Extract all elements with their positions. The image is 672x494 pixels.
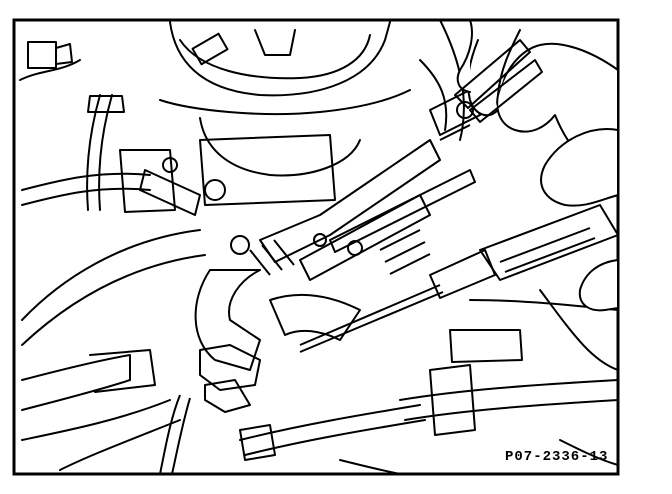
screwdriver [299,204,619,353]
throttle-lever [194,269,261,371]
pipe-fitting [87,95,125,113]
plier-jaw-lower [469,59,543,123]
figure-border [12,18,620,476]
electrical-connector [27,41,57,69]
technician-hands [456,19,619,312]
air-duct [21,354,131,411]
fuel-line [21,172,151,191]
engine-block [199,134,336,206]
pliers [454,39,543,123]
tension-spring [329,169,476,253]
linkage-assembly [159,89,481,475]
lower-hand [540,128,619,207]
figure-id-label: P07-2336-13 [505,449,609,465]
finger-tip [578,259,619,312]
hex-nut [139,169,201,216]
plier-jaw-upper [454,39,531,109]
distributor-housing [169,21,391,97]
clamp-bracket [199,344,261,391]
coolant-hose [399,379,619,401]
vacuum-hose [21,229,201,321]
screwdriver-shaft [299,284,441,346]
